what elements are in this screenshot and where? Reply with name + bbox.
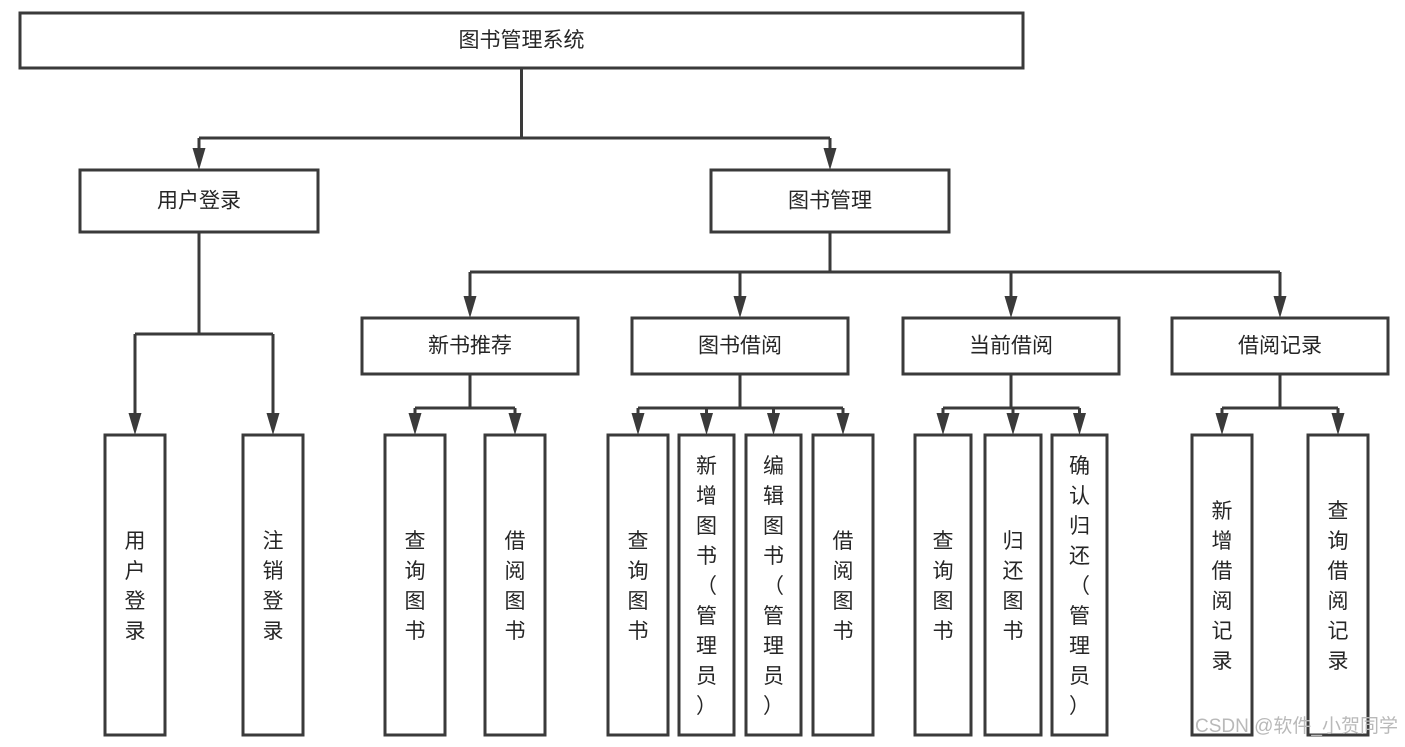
node-box-book-manage[interactable] — [709, 168, 951, 234]
node-new-book-recommend[interactable]: 新书推荐 — [360, 316, 580, 376]
node-box-root[interactable] — [18, 11, 1025, 70]
node-label-leaf-user-logout: 注销登录 — [263, 530, 284, 643]
arrow-head-icon — [836, 413, 850, 435]
node-label-leaf-user-login: 用户登录 — [125, 530, 146, 643]
arrow-head-icon — [631, 413, 645, 435]
arrow-head-icon — [128, 413, 142, 435]
node-box-leaf-query-record[interactable] — [1306, 433, 1370, 737]
node-root[interactable]: 图书管理系统 — [18, 11, 1025, 70]
node-layer: 图书管理系统用户登录图书管理新书推荐图书借阅当前借阅借阅记录用户登录注销登录查询… — [18, 11, 1390, 737]
arrow-head-icon — [700, 413, 713, 435]
node-leaf-user-logout[interactable]: 注销登录 — [241, 433, 305, 737]
arrow-head-icon — [1331, 413, 1345, 435]
node-current-borrow[interactable]: 当前借阅 — [901, 316, 1121, 376]
node-label-book-borrow: 图书借阅 — [698, 335, 782, 358]
connector-layer — [128, 68, 1345, 435]
node-label-root: 图书管理系统 — [459, 29, 585, 52]
arrow-head-icon — [408, 413, 422, 435]
node-label-book-manage: 图书管理 — [788, 190, 872, 213]
node-box-leaf-borrow-book[interactable] — [811, 433, 875, 737]
node-label-leaf-query-book-cur: 查询图书 — [933, 530, 954, 643]
node-label-borrow-record: 借阅记录 — [1238, 335, 1322, 358]
node-box-leaf-borrow-book-rec[interactable] — [483, 433, 547, 737]
node-box-new-book-recommend[interactable] — [360, 316, 580, 376]
node-leaf-borrow-book[interactable]: 借阅图书 — [811, 433, 875, 737]
node-box-leaf-user-logout[interactable] — [241, 433, 305, 737]
arrow-head-icon — [1073, 413, 1086, 435]
node-label-leaf-borrow-book: 借阅图书 — [833, 530, 854, 643]
arrow-head-icon — [733, 296, 747, 318]
node-box-leaf-edit-book[interactable] — [744, 433, 803, 737]
node-box-borrow-record[interactable] — [1170, 316, 1390, 376]
arrow-head-icon — [508, 413, 522, 435]
node-label-leaf-add-book: 新增图书（管理员） — [696, 455, 717, 718]
node-box-leaf-query-book[interactable] — [606, 433, 670, 737]
node-borrow-record[interactable]: 借阅记录 — [1170, 316, 1390, 376]
watermark-label: CSDN @软件_小贺同学 — [1195, 715, 1398, 737]
node-label-leaf-query-book-rec: 查询图书 — [405, 530, 426, 643]
node-leaf-query-book[interactable]: 查询图书 — [606, 433, 670, 737]
node-leaf-edit-book[interactable]: 编辑图书（管理员） — [744, 433, 803, 737]
node-label-user-login: 用户登录 — [157, 190, 241, 213]
node-label-leaf-query-record: 查询借阅记录 — [1328, 500, 1349, 673]
node-box-current-borrow[interactable] — [901, 316, 1121, 376]
node-label-leaf-query-book: 查询图书 — [628, 530, 649, 643]
node-box-user-login[interactable] — [78, 168, 320, 234]
node-label-new-book-recommend: 新书推荐 — [428, 335, 512, 358]
node-leaf-borrow-book-rec[interactable]: 借阅图书 — [483, 433, 547, 737]
node-box-leaf-confirm-return[interactable] — [1050, 433, 1109, 737]
node-label-leaf-edit-book: 编辑图书（管理员） — [763, 455, 784, 718]
node-book-borrow[interactable]: 图书借阅 — [630, 316, 850, 376]
node-user-login[interactable]: 用户登录 — [78, 168, 320, 234]
arrow-head-icon — [1215, 413, 1229, 435]
node-box-book-borrow[interactable] — [630, 316, 850, 376]
node-box-leaf-add-book[interactable] — [677, 433, 736, 737]
node-leaf-add-record[interactable]: 新增借阅记录 — [1190, 433, 1254, 737]
node-leaf-add-book[interactable]: 新增图书（管理员） — [677, 433, 736, 737]
node-box-leaf-query-book-cur[interactable] — [913, 433, 973, 737]
arrow-head-icon — [823, 148, 837, 170]
node-leaf-confirm-return[interactable]: 确认归还（管理员） — [1050, 433, 1109, 737]
node-label-leaf-confirm-return: 确认归还（管理员） — [1069, 455, 1090, 718]
node-box-leaf-query-book-rec[interactable] — [383, 433, 447, 737]
node-box-leaf-user-login[interactable] — [103, 433, 167, 737]
node-box-leaf-add-record[interactable] — [1190, 433, 1254, 737]
arrow-head-icon — [192, 148, 206, 170]
node-label-current-borrow: 当前借阅 — [969, 335, 1053, 358]
node-book-manage[interactable]: 图书管理 — [709, 168, 951, 234]
node-leaf-query-record[interactable]: 查询借阅记录 — [1306, 433, 1370, 737]
node-label-leaf-add-record: 新增借阅记录 — [1212, 500, 1233, 673]
node-leaf-return-book[interactable]: 归还图书 — [983, 433, 1043, 737]
node-leaf-user-login[interactable]: 用户登录 — [103, 433, 167, 737]
arrow-head-icon — [767, 413, 780, 435]
node-leaf-query-book-cur[interactable]: 查询图书 — [913, 433, 973, 737]
node-box-leaf-return-book[interactable] — [983, 433, 1043, 737]
node-leaf-query-book-rec[interactable]: 查询图书 — [383, 433, 447, 737]
arrow-head-icon — [266, 413, 280, 435]
arrow-head-icon — [1006, 413, 1020, 435]
node-label-leaf-return-book: 归还图书 — [1003, 530, 1024, 643]
arrow-head-icon — [1273, 296, 1287, 318]
arrow-head-icon — [936, 413, 950, 435]
node-label-leaf-borrow-book-rec: 借阅图书 — [505, 530, 526, 643]
arrow-head-icon — [463, 296, 477, 318]
arrow-head-icon — [1004, 296, 1018, 318]
